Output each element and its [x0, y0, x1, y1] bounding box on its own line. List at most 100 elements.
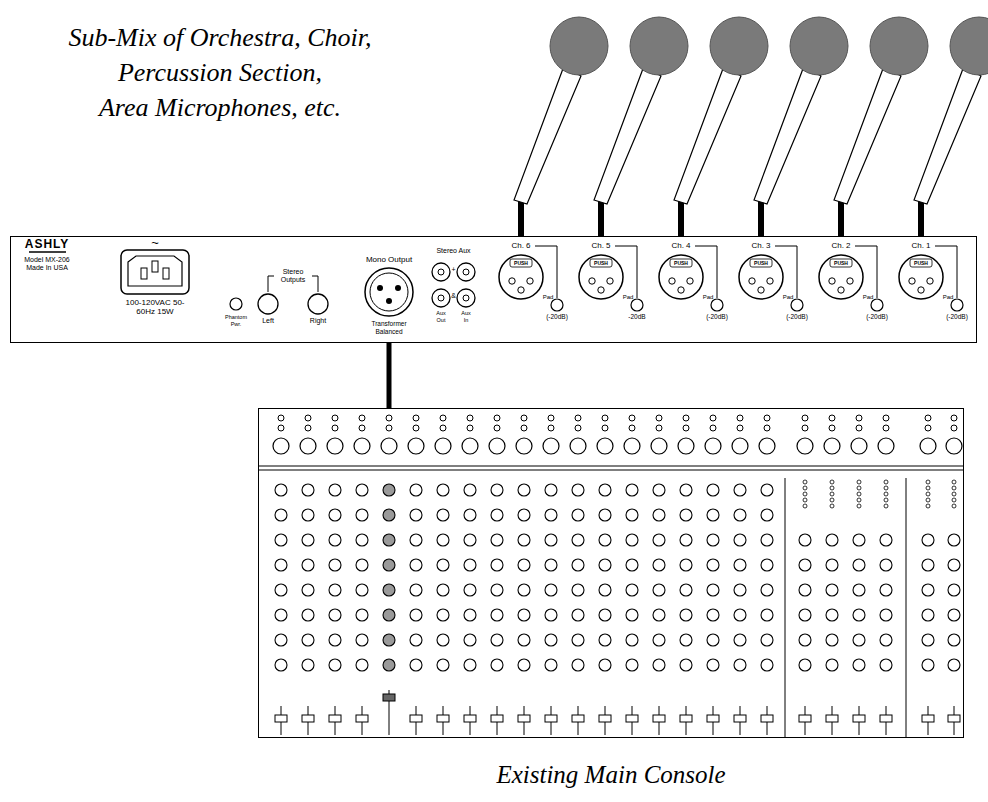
console-knob: [626, 484, 638, 496]
console-dot: [926, 498, 930, 502]
console-knob: [925, 415, 931, 421]
rca-jack: [432, 289, 450, 307]
console-knob: [275, 634, 287, 646]
console-knob: [494, 415, 500, 421]
console-dot: [884, 504, 888, 508]
xlr-socket: [838, 287, 844, 293]
latch-label: PUSH: [674, 260, 688, 266]
jack-note: Transformer Balanced: [367, 320, 411, 335]
console-knob: [302, 584, 314, 596]
push-latch: [830, 259, 852, 267]
console-knob: [883, 425, 889, 431]
pad-label: Pad: [863, 294, 874, 301]
jack-label: Aux Out: [434, 310, 448, 323]
console-knob: [680, 484, 692, 496]
console-knob: [626, 534, 638, 546]
console-knob: [734, 534, 746, 546]
console-knob: [332, 425, 338, 431]
console-knob: [327, 438, 343, 454]
xlr-socket: [669, 278, 675, 284]
console-knob: [381, 438, 397, 454]
console-knob: [826, 534, 838, 546]
pad-leader: [855, 246, 877, 298]
power-pin: [141, 268, 147, 279]
console-knob: [410, 534, 422, 546]
console-knob: [410, 634, 422, 646]
pad-label: Pad: [543, 294, 554, 301]
console-knob: [572, 634, 584, 646]
console-knob: [802, 415, 808, 421]
console-knob: [737, 415, 743, 421]
pad-button: [951, 299, 963, 311]
xlr-socket: [678, 287, 684, 293]
mic-head: [710, 17, 768, 75]
console-knob: [653, 484, 665, 496]
console-knob: [518, 634, 530, 646]
console-knob: [951, 425, 957, 431]
console-dot: [884, 480, 888, 484]
fader-knob: [922, 715, 934, 722]
latch-label: PUSH: [594, 260, 608, 266]
console-knob: [356, 634, 368, 646]
fader-knob: [491, 715, 503, 722]
console-knob: [329, 584, 341, 596]
console-knob: [761, 509, 773, 521]
console-knob: [922, 659, 934, 671]
console-knob: [489, 438, 505, 454]
console-knob: [383, 484, 395, 496]
console-knob: [705, 438, 721, 454]
jack-label: Aux In: [459, 310, 473, 323]
fader-knob: [518, 715, 530, 722]
latch-label: PUSH: [514, 260, 528, 266]
console-dot: [830, 492, 834, 496]
console-knob: [329, 534, 341, 546]
console-knob: [275, 484, 287, 496]
console-knob: [602, 415, 608, 421]
console-knob: [826, 559, 838, 571]
console-knob: [629, 425, 635, 431]
latch-label: PUSH: [834, 260, 848, 266]
pad-label: Pad: [943, 294, 954, 301]
console-dot: [803, 498, 807, 502]
console-knob: [518, 584, 530, 596]
xlr-pin: [386, 298, 392, 304]
pad-button: [551, 299, 563, 311]
power-inlet-socket: [128, 256, 182, 286]
fader-knob: [329, 715, 341, 722]
console-dot: [884, 486, 888, 490]
console-knob: [572, 659, 584, 671]
rca-jack: [457, 289, 475, 307]
console-dot: [952, 492, 956, 496]
jack-label: Mono Output: [366, 255, 412, 265]
console-knob: [653, 584, 665, 596]
console-knob: [764, 415, 770, 421]
console-knob: [302, 484, 314, 496]
console-divider: [785, 478, 786, 738]
console-dot: [857, 486, 861, 490]
mic-handle: [514, 66, 581, 204]
channel-label: Ch. 6: [511, 241, 530, 251]
mic-head: [550, 17, 608, 75]
console-knob: [626, 559, 638, 571]
console-knob: [491, 484, 503, 496]
jack-label: &: [451, 292, 456, 300]
microphones: [514, 17, 988, 254]
rca-center: [463, 269, 469, 275]
console-knob: [629, 415, 635, 421]
console-knob: [521, 415, 527, 421]
console-knob: [329, 634, 341, 646]
console-dot: [803, 504, 807, 508]
mic-handle: [914, 66, 981, 204]
console-knob: [734, 559, 746, 571]
console-knob: [880, 634, 892, 646]
main-console: Existing Main Console: [258, 408, 964, 738]
console-knob: [799, 659, 811, 671]
console-knob: [464, 609, 476, 621]
console-knob: [383, 559, 395, 571]
console-knob: [356, 584, 368, 596]
console-knob: [329, 559, 341, 571]
console-knob: [683, 415, 689, 421]
console-knob: [273, 438, 289, 454]
console-knob: [518, 484, 530, 496]
